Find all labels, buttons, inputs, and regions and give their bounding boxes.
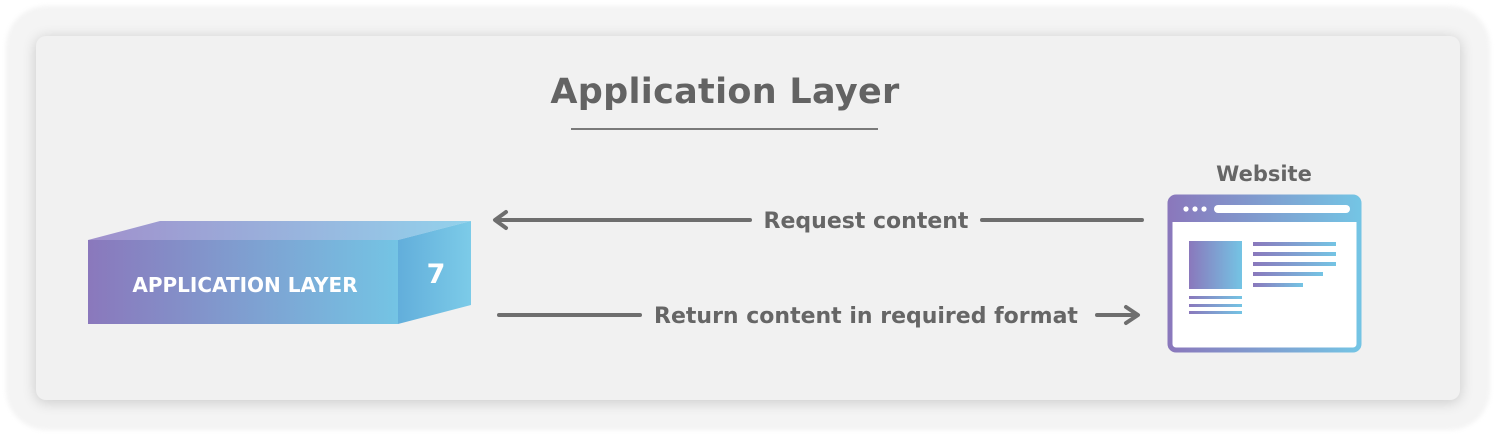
layer-number: 7 xyxy=(427,259,446,290)
return-arrow: Return content in required format xyxy=(497,304,1140,329)
content-caption-3 xyxy=(1189,311,1242,314)
content-line-1 xyxy=(1253,242,1336,246)
content-line-3 xyxy=(1253,262,1336,266)
content-caption-1 xyxy=(1189,296,1242,299)
application-layer-block: APPLICATION LAYER 7 xyxy=(88,221,471,324)
page-title: Application Layer xyxy=(550,72,900,112)
browser-dot-2 xyxy=(1192,206,1198,212)
return-label: Return content in required format xyxy=(654,304,1078,329)
website-label: Website xyxy=(1216,162,1312,186)
block-front-face xyxy=(88,240,398,324)
block-side-face xyxy=(398,221,471,324)
content-line-4 xyxy=(1253,272,1323,276)
content-caption-2 xyxy=(1189,304,1242,307)
browser-title-bar-base xyxy=(1170,214,1359,222)
content-line-5 xyxy=(1253,283,1303,287)
request-arrow: Request content xyxy=(493,209,1144,234)
browser-dot-1 xyxy=(1183,206,1189,212)
block-top-face xyxy=(88,221,471,240)
website-icon: Website xyxy=(1167,162,1362,353)
title-underline xyxy=(571,128,878,130)
request-label: Request content xyxy=(764,209,969,234)
return-arrowhead xyxy=(1124,305,1140,325)
request-arrowhead xyxy=(493,210,508,230)
browser-address-bar xyxy=(1214,205,1350,213)
browser-dot-3 xyxy=(1201,206,1207,212)
content-line-2 xyxy=(1253,252,1336,256)
block-label: APPLICATION LAYER xyxy=(132,273,357,297)
content-image-block xyxy=(1189,241,1242,289)
